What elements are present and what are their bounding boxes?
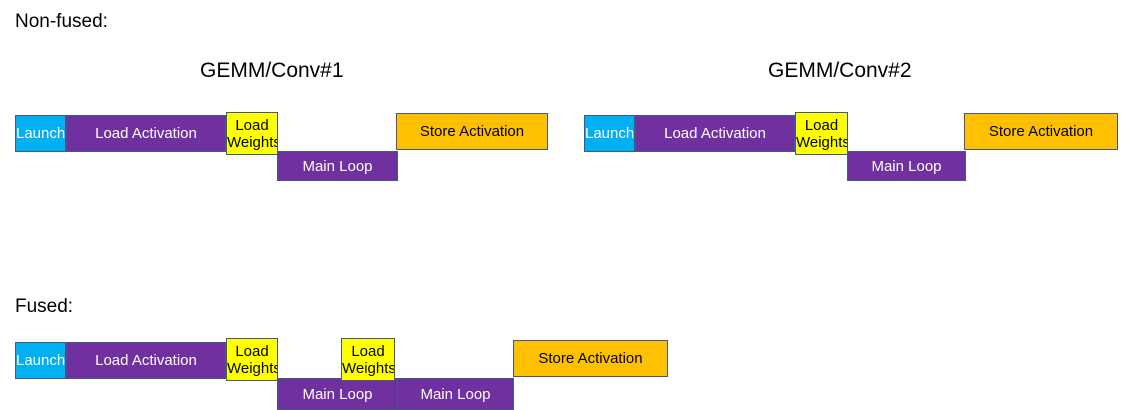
group-title-gemm-conv-1: GEMM/Conv#1 — [200, 59, 344, 82]
segment-label: Main Loop — [420, 385, 491, 403]
segment-main-loop-1: Main Loop — [277, 151, 398, 181]
segment-load-weights-1: Load Weights — [226, 112, 278, 155]
segment-label: Load Activation — [95, 125, 197, 142]
segment-label: Main Loop — [302, 157, 373, 175]
segment-load-activation-3: Load Activation — [66, 342, 226, 379]
segment-label: Launch — [16, 125, 66, 142]
segment-label: Store Activation — [988, 123, 1094, 140]
segment-main-loop-2: Main Loop — [847, 151, 966, 181]
segment-label: Main Loop — [871, 157, 942, 175]
segment-label: Load Weights — [227, 116, 278, 151]
segment-label: Load Activation — [95, 352, 197, 369]
segment-label: Store Activation — [419, 123, 525, 140]
segment-load-weights-2: Load Weights — [795, 112, 848, 155]
segment-load-activation-2: Load Activation — [635, 115, 795, 152]
segment-label: Launch — [585, 125, 635, 142]
section-label-non-fused: Non-fused: — [15, 11, 108, 32]
segment-label: Load Weights — [796, 116, 848, 151]
segment-store-activation-3: Store Activation — [513, 340, 668, 377]
segment-label: Store Activation — [538, 350, 643, 367]
group-title-gemm-conv-2: GEMM/Conv#2 — [768, 59, 912, 82]
segment-load-weights-4: Load Weights — [341, 338, 395, 381]
segment-launch-2: Launch — [584, 115, 635, 152]
segment-label: Load Weights — [227, 342, 278, 377]
segment-main-loop-4: Main Loop — [397, 378, 514, 410]
segment-label: Load Activation — [664, 125, 766, 142]
segment-launch-3: Launch — [15, 342, 66, 379]
segment-load-activation-1: Load Activation — [66, 115, 226, 152]
segment-store-activation-2: Store Activation — [964, 113, 1118, 150]
segment-load-weights-3: Load Weights — [226, 338, 278, 381]
segment-label: Launch — [16, 352, 66, 369]
segment-main-loop-3: Main Loop — [277, 378, 398, 410]
segment-launch-1: Launch — [15, 115, 66, 152]
section-label-fused: Fused: — [15, 296, 74, 317]
segment-label: Main Loop — [302, 385, 373, 403]
segment-label: Load Weights — [342, 342, 395, 377]
segment-store-activation-1: Store Activation — [396, 113, 548, 150]
